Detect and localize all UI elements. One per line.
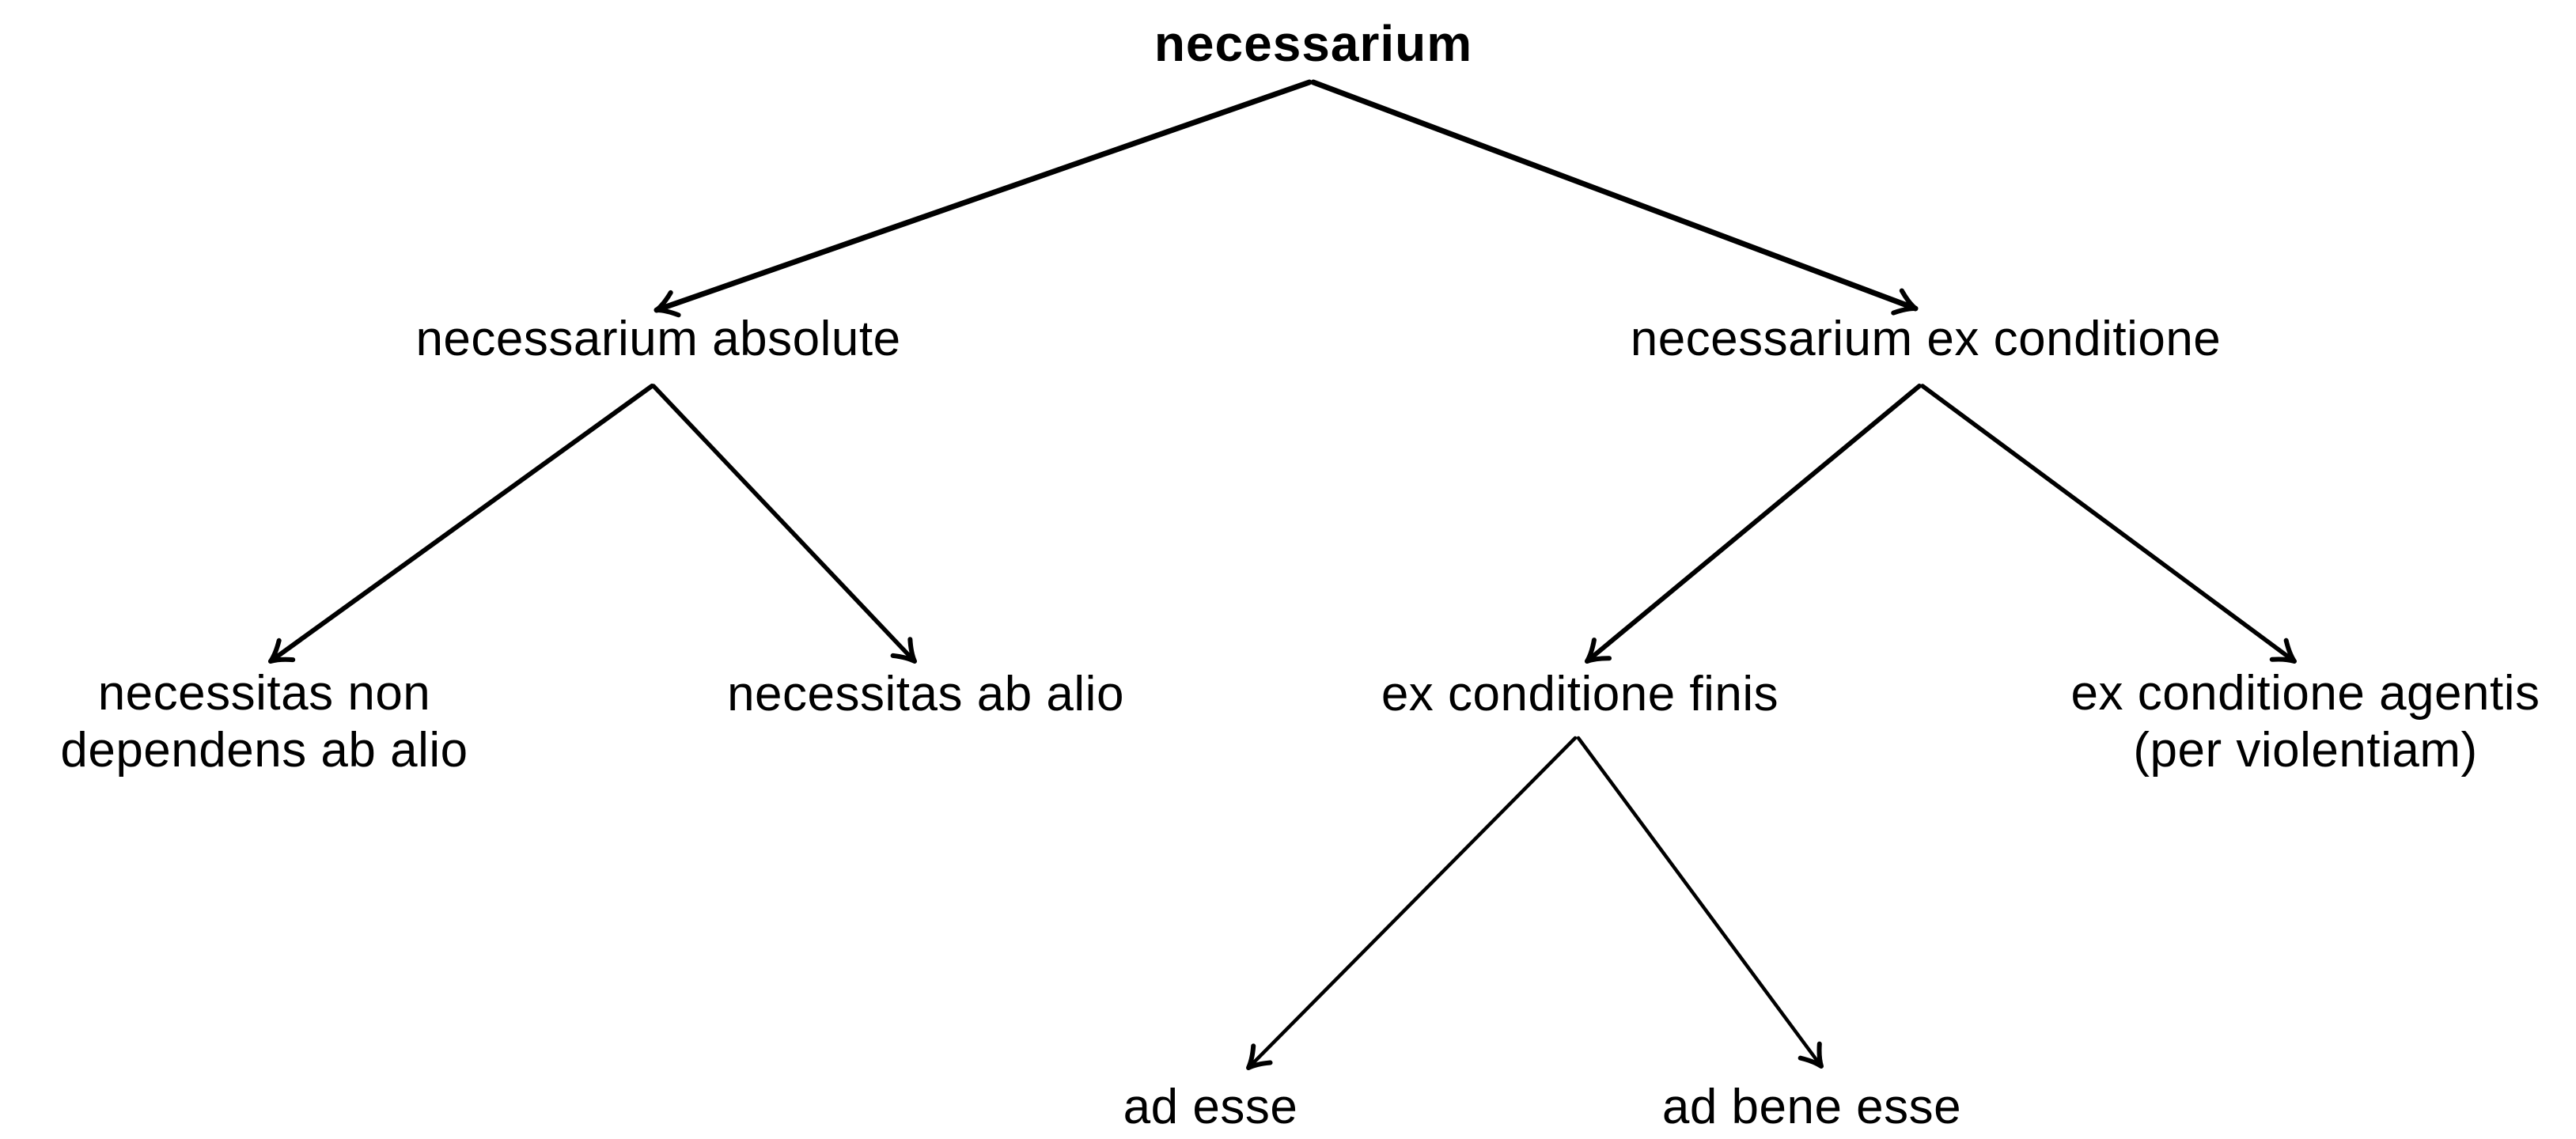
node-ex-conditione-finis-line-1: ex conditione finis (1381, 667, 1779, 721)
node-necessarium-ex-conditione: necessarium ex conditione (1631, 311, 2222, 368)
edge-necessarium-ex-conditione-to-ex-conditione-agentis (1920, 384, 2297, 664)
edge-ex-conditione-finis-to-ad-esse (1246, 736, 1578, 1070)
node-ex-conditione-agentis-line-2: (per violentiam) (2133, 723, 2478, 778)
edge-necessarium-ex-conditione-to-ex-conditione-finis (1585, 384, 1922, 664)
node-ad-bene-esse-line-1: ad bene esse (1661, 1080, 1962, 1134)
node-necessarium-absolute: necessarium absolute (415, 311, 900, 368)
edge-necessarium-absolute-to-necessitas-non-dependens (268, 384, 654, 664)
node-ex-conditione-agentis-line-1: ex conditione agentis (2070, 666, 2540, 721)
node-ad-esse-line-1: ad esse (1123, 1080, 1298, 1134)
edge-necessarium-absolute-to-necessitas-ab-alio (651, 384, 917, 664)
node-ad-esse: ad esse (1123, 1079, 1298, 1136)
node-necessarium-ex-conditione-line-1: necessarium ex conditione (1630, 312, 2222, 366)
node-necessitas-non-dependens-line-1: necessitas non (97, 666, 431, 721)
edge-ex-conditione-finis-to-ad-bene-esse (1576, 736, 1824, 1069)
node-necessitas-ab-alio-line-1: necessitas ab alio (727, 667, 1124, 721)
node-necessarium-line-1: necessarium (1154, 15, 1473, 72)
edges-group (268, 79, 2297, 1070)
node-necessitas-ab-alio: necessitas ab alio (727, 666, 1124, 723)
node-ex-conditione-finis: ex conditione finis (1381, 666, 1779, 723)
node-ad-bene-esse: ad bene esse (1662, 1079, 1961, 1136)
node-necessitas-non-dependens-line-2: dependens ab alio (60, 723, 468, 778)
edge-necessarium-to-necessarium-ex-conditione (1310, 79, 1919, 316)
node-necessarium-absolute-line-1: necessarium absolute (415, 312, 901, 366)
edge-necessarium-to-necessarium-absolute (653, 79, 1313, 318)
node-ex-conditione-agentis: ex conditione agentis(per violentiam) (2070, 665, 2540, 779)
node-necessarium: necessarium (1154, 15, 1472, 72)
